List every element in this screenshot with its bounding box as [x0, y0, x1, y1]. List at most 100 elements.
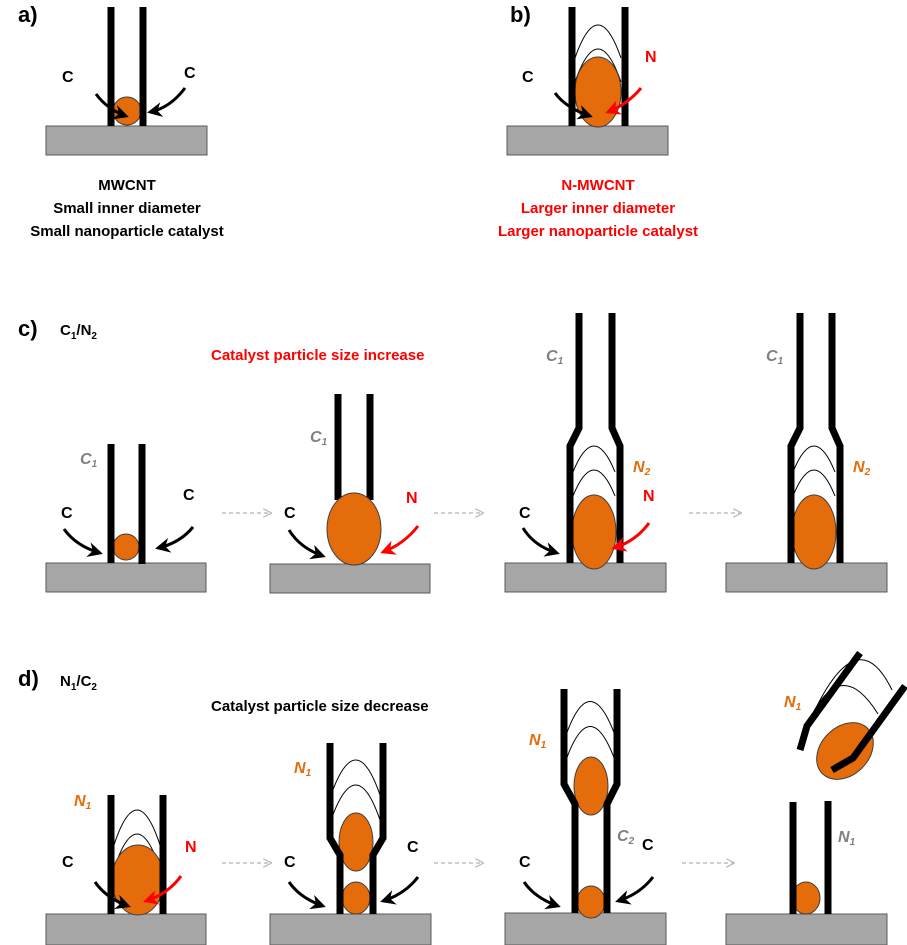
- segment-label-nitrogen: N2: [853, 459, 871, 478]
- step-2: C1 C N: [269, 394, 431, 594]
- nitrogen-label: N: [185, 839, 197, 856]
- panel-c-title: C1/N2: [60, 322, 97, 342]
- panel-d-subtitle: Catalyst particle size decrease: [211, 698, 429, 715]
- carbon-arrow-left: [287, 881, 326, 910]
- segment-label-carbon: C1: [546, 348, 564, 367]
- panel-d-label: d): [18, 666, 39, 691]
- segment-label: C1: [310, 429, 328, 448]
- catalyst-particle: [791, 494, 837, 570]
- carbon-label: C: [62, 854, 74, 871]
- catalyst-trace-middle: [572, 469, 616, 497]
- carbon-label-right: C: [642, 837, 654, 854]
- catalyst-trace-upper: [792, 445, 836, 473]
- segment-label: N1: [74, 793, 92, 812]
- carbon-label: C: [519, 505, 531, 522]
- substrate: [725, 913, 888, 945]
- segment-label-carbon: C2: [617, 828, 635, 847]
- nitrogen-arrow: [605, 87, 643, 115]
- carbon-arrow-right: [380, 876, 420, 905]
- panel-b-label: b): [510, 2, 531, 27]
- carbon-label-right: C: [407, 839, 419, 856]
- nitrogen-arrow: [611, 522, 651, 552]
- caption-line-1: N-MWCNT: [561, 177, 634, 194]
- step-2: N1 C C: [269, 743, 432, 945]
- catalyst-trace-middle: [564, 726, 617, 764]
- panel-c: c) C1/N2 Catalyst particle size increase…: [18, 313, 888, 594]
- step-4: C1 N2: [725, 313, 888, 593]
- step-1: N1 C N: [45, 793, 207, 945]
- nanotube-wall-right: [603, 689, 621, 913]
- substrate: [269, 563, 431, 594]
- catalyst-particle: [326, 492, 382, 566]
- catalyst-particle-lower: [576, 885, 606, 919]
- carbon-label-right: C: [184, 65, 196, 82]
- step-3: C1 N2 C N: [504, 313, 667, 593]
- caption-line-1: MWCNT: [98, 177, 155, 194]
- catalyst-particle-upper: [338, 812, 374, 872]
- carbon-label-left: C: [519, 854, 531, 871]
- carbon-arrow: [287, 529, 326, 560]
- panel-c-subtitle: Catalyst particle size increase: [211, 347, 424, 364]
- nanotube-wall-left: [326, 743, 344, 914]
- panel-a: a) C C MWCNT Small inner diameter Small …: [18, 2, 224, 240]
- catalyst-trace-upper: [564, 701, 617, 739]
- carbon-label-left: C: [62, 69, 74, 86]
- nitrogen-label: N: [645, 49, 657, 66]
- step-3: N1 C2 C C: [504, 689, 667, 945]
- segment-label-nitrogen: N1: [529, 732, 547, 751]
- segment-label-carbon: C1: [766, 348, 784, 367]
- nitrogen-label: N: [643, 488, 655, 505]
- panel-d-title: N1/C2: [60, 673, 97, 693]
- catalyst-particle: [112, 533, 140, 561]
- carbon-label: C: [284, 505, 296, 522]
- panel-a-label: a): [18, 2, 38, 27]
- caption-line-3: Small nanoparticle catalyst: [30, 223, 223, 240]
- catalyst-trace-upper: [113, 809, 161, 846]
- nanotube-wall-left: [560, 689, 579, 913]
- catalyst-particle: [816, 722, 874, 780]
- caption-line-3: Larger nanoparticle catalyst: [498, 223, 698, 240]
- nanotube-wall-right: [828, 313, 844, 563]
- nanotube-wall-lower: [830, 683, 907, 774]
- carbon-arrow-right: [615, 876, 655, 905]
- nanotube-wall-right: [608, 313, 624, 563]
- segment-label-carbon: N1: [838, 829, 856, 848]
- catalyst-particle: [111, 844, 165, 916]
- carbon-arrow-right: [155, 526, 195, 553]
- step-1: C1 C C: [45, 444, 207, 593]
- substrate: [504, 562, 667, 593]
- carbon-arrow-left: [62, 528, 103, 557]
- substrate: [269, 913, 432, 945]
- carbon-arrow-left: [522, 881, 561, 910]
- carbon-label-left: C: [284, 854, 296, 871]
- nanotube-wall-left: [566, 313, 583, 563]
- nitrogen-arrow: [380, 525, 420, 555]
- substrate: [45, 125, 208, 156]
- carbon-label-left: C: [61, 505, 73, 522]
- catalyst-trace-upper: [330, 759, 381, 796]
- carbon-arrow: [521, 527, 560, 557]
- carbon-arrow: [553, 92, 593, 120]
- catalyst-trace-middle: [330, 784, 381, 821]
- segment-label-nitrogen: N1: [784, 694, 802, 713]
- step-4: N1 N1: [725, 650, 907, 945]
- catalyst-particle-upper: [573, 756, 609, 816]
- detached-nanotube: [796, 650, 907, 780]
- nitrogen-arrow: [143, 875, 183, 905]
- substrate: [45, 913, 207, 945]
- catalyst-trace-upper: [574, 24, 622, 59]
- caption-line-2: Larger inner diameter: [521, 200, 675, 217]
- substrate: [725, 562, 888, 593]
- substrate: [504, 912, 667, 945]
- segment-label: C1: [80, 451, 98, 470]
- catalyst-trace-middle: [792, 469, 836, 497]
- catalyst-particle: [574, 56, 622, 128]
- panel-d: d) N1/C2 Catalyst particle size decrease…: [18, 650, 907, 945]
- panel-c-label: c): [18, 316, 38, 341]
- catalyst-trace-upper: [572, 445, 616, 473]
- nanotube-wall-right: [369, 743, 387, 914]
- catalyst-particle-lower: [341, 881, 371, 915]
- catalyst-particle: [571, 494, 617, 570]
- nitrogen-label: N: [406, 490, 418, 507]
